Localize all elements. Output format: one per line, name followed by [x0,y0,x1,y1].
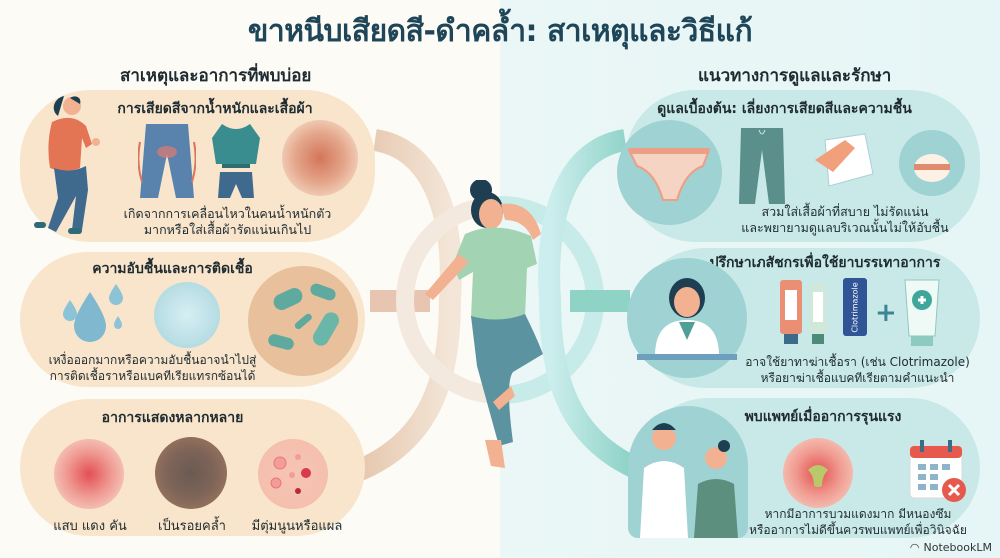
notebooklm-watermark: ◠ NotebookLM [909,541,992,554]
underwear-icon [617,120,722,225]
symptom-label-red-itchy: แสบ แดง คัน [53,519,127,534]
powder-puff-icon [899,130,965,196]
panel-basic-care-title: ดูแลเบื้องต้น: เลี่ยงการเสียดสีและความชื… [657,101,912,117]
bacteria-icon [248,266,358,376]
notebooklm-logo-icon: ◠ [909,541,920,554]
walking-person-icon [34,96,100,234]
panel-moisture-title: ความอับชื้นและการติดเชื้อ [92,261,253,277]
tight-clothing-icon [212,124,260,198]
pharmacist-icon [627,258,747,378]
panel-see-doctor-description: หากมีอาการบวมแดงมาก มีหนองซึม หรืออาการไ… [749,507,967,537]
symptom-label-dark-patch: เป็นรอยคล้ำ [158,519,226,534]
panel-symptoms: อาการแสดงหลากหลาย แสบ แดง คัน เป็นรอยคล้… [20,399,365,536]
panel-friction-description: เกิดจากการเคลื่อนไหวในคนน้ำหนักตัว มากหร… [123,206,332,237]
red-itchy-skin-icon [54,439,124,509]
sweat-drops-icon [63,284,123,342]
panel-pharmacist-title: ปรึกษาเภสัชกรเพื่อใช้ยาบรรเทาอาการ [709,255,941,271]
panel-symptoms-title: อาการแสดงหลากหลาย [101,410,244,426]
clotrimazole-label: Clotrimazole [850,281,860,333]
cream-tube-icon [780,280,802,344]
panel-moisture-infection: ความอับชื้นและการติดเชื้อ เหงื่อออกมากหร… [20,252,365,387]
panel-pharmacist-description: อาจใช้ยาทาฆ่าเชื้อรา (เช่น Clotrimazole)… [745,355,970,385]
doctor-patient-icon [628,406,748,538]
symptom-label-bumps: มีตุ่มนูนหรือแผล [251,519,343,534]
medical-cream-icon [904,279,940,346]
distressed-woman-icon [425,180,543,468]
infected-wound-icon [783,438,853,508]
clotrimazole-tube-icon: Clotrimazole [843,278,867,336]
towel-hand-icon [815,133,874,187]
panel-see-doctor-title: พบแพทย์เมื่ออาการรุนแรง [744,409,902,425]
calendar-cancel-icon [909,440,966,502]
panel-basic-care: ดูแลเบื้องต้น: เลี่ยงการเสียดสีและความชื… [617,90,980,242]
panel-friction: การเสียดสีจากน้ำหนักและเสื้อผ้า เกิดจากก… [20,90,375,242]
plus-icon: + [875,298,897,328]
treatment-heading: แนวทางการดูแลและรักษา [698,66,892,86]
ointment-tube-icon [809,284,827,344]
loose-pants-icon [739,128,785,204]
jeans-chafing-icon [138,124,196,198]
panel-moisture-description: เหงื่อออกมากหรือความอับชื้นอาจนำไปสู่ กา… [48,353,257,383]
dark-patch-icon [155,437,227,509]
page-title: ขาหนีบเสียดสี-ดำคล้ำ: สาเหตุและวิธีแก้ [247,14,753,49]
causes-heading: สาเหตุและอาการที่พบบ่อย [120,66,312,86]
panel-basic-care-description: สวมใส่เสื้อผ้าที่สบาย ไม่รัดแน่น และพยาย… [741,204,949,235]
bumps-sores-icon [258,439,328,509]
panel-friction-title: การเสียดสีจากน้ำหนักและเสื้อผ้า [117,101,313,117]
panel-see-doctor: พบแพทย์เมื่ออาการรุนแรง หากมีอาการบวมแดง… [628,398,980,538]
irritated-skin-icon [282,120,358,196]
panel-pharmacist: ปรึกษาเภสัชกรเพื่อใช้ยาบรรเทาอาการ Clotr… [627,248,980,388]
moist-skin-icon [154,282,220,348]
